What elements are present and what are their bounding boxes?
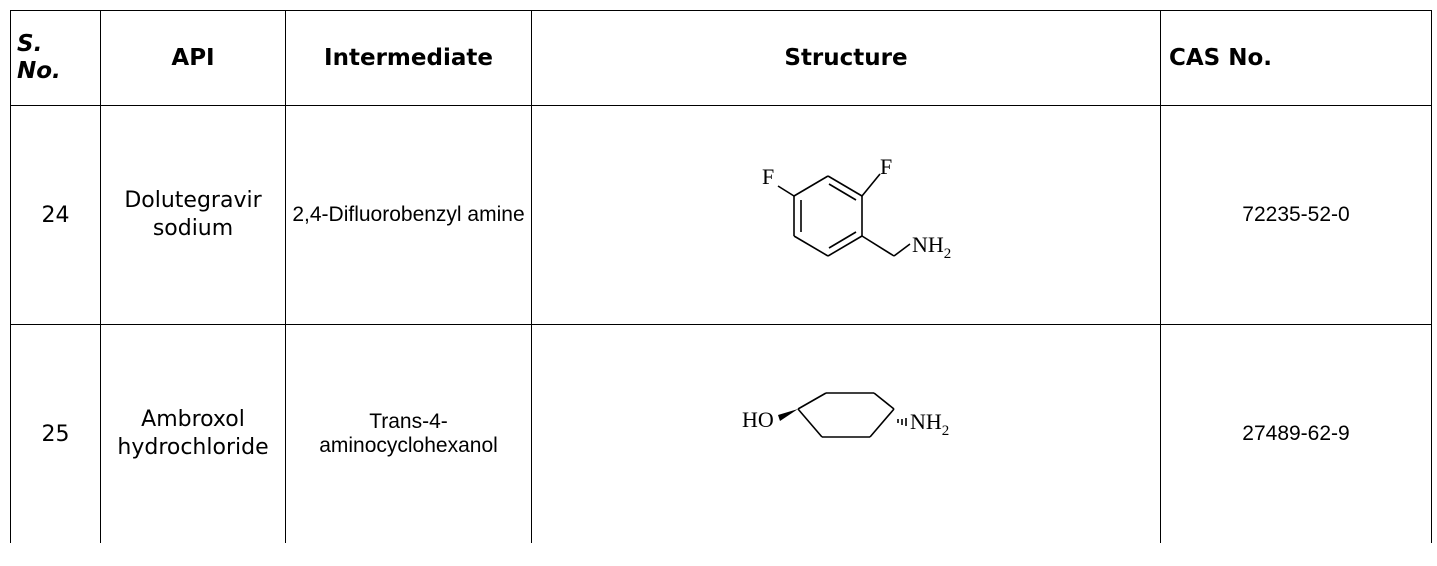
fluoro-label-1: F bbox=[762, 164, 774, 189]
amine-text: NH bbox=[912, 232, 944, 257]
table-row: 24 Dolutegravir sodium 2,4-Difluorobenzyl… bbox=[10, 105, 1432, 325]
amine-subscript: 2 bbox=[944, 246, 952, 262]
cell-api: Dolutegravir sodium bbox=[100, 105, 286, 325]
cell-structure: HO NH2 bbox=[531, 324, 1161, 543]
header-sno-line1: S. bbox=[17, 31, 43, 57]
header-sno-line2: No. bbox=[17, 58, 61, 84]
table-row: 25 Ambroxol hydrochloride Trans-4-aminocy… bbox=[10, 324, 1432, 543]
fluoro-label-2: F bbox=[880, 154, 892, 179]
api-name-line1: Ambroxol bbox=[141, 407, 245, 432]
header-sno: S.No. bbox=[10, 10, 101, 106]
api-name-line2: sodium bbox=[152, 216, 234, 241]
cell-intermediate: 2,4-Difluorobenzyl amine bbox=[285, 105, 532, 325]
amine-label: NH2 bbox=[910, 409, 949, 439]
amine-text: NH bbox=[910, 409, 942, 434]
cell-sno: 24 bbox=[10, 105, 101, 325]
amine-label: NH2 bbox=[912, 232, 951, 262]
cell-cas: 72235-52-0 bbox=[1160, 105, 1432, 325]
aminocyclohexanol-structure: HO NH2 bbox=[742, 392, 949, 439]
table-header-row: S.No. API Intermediate Structure CAS No. bbox=[10, 10, 1432, 106]
header-intermediate: Intermediate bbox=[285, 10, 532, 106]
header-api: API bbox=[100, 10, 286, 106]
api-name-line2: hydrochloride bbox=[117, 435, 269, 460]
header-structure: Structure bbox=[531, 10, 1161, 106]
header-cas: CAS No. bbox=[1160, 10, 1432, 106]
cell-intermediate: Trans-4-aminocyclohexanol bbox=[285, 324, 532, 543]
intermediates-table: S.No. API Intermediate Structure CAS No.… bbox=[10, 10, 1432, 543]
difluorobenzylamine-structure: F F NH2 bbox=[762, 154, 951, 262]
wedge-bond bbox=[778, 409, 798, 421]
cell-api: Ambroxol hydrochloride bbox=[100, 324, 286, 543]
hydroxyl-label: HO bbox=[742, 407, 774, 432]
cell-cas: 27489-62-9 bbox=[1160, 324, 1432, 543]
cell-sno: 25 bbox=[10, 324, 101, 543]
cell-structure: F F NH2 bbox=[531, 105, 1161, 325]
amine-subscript: 2 bbox=[942, 423, 950, 439]
api-name-line1: Dolutegravir bbox=[124, 188, 262, 213]
